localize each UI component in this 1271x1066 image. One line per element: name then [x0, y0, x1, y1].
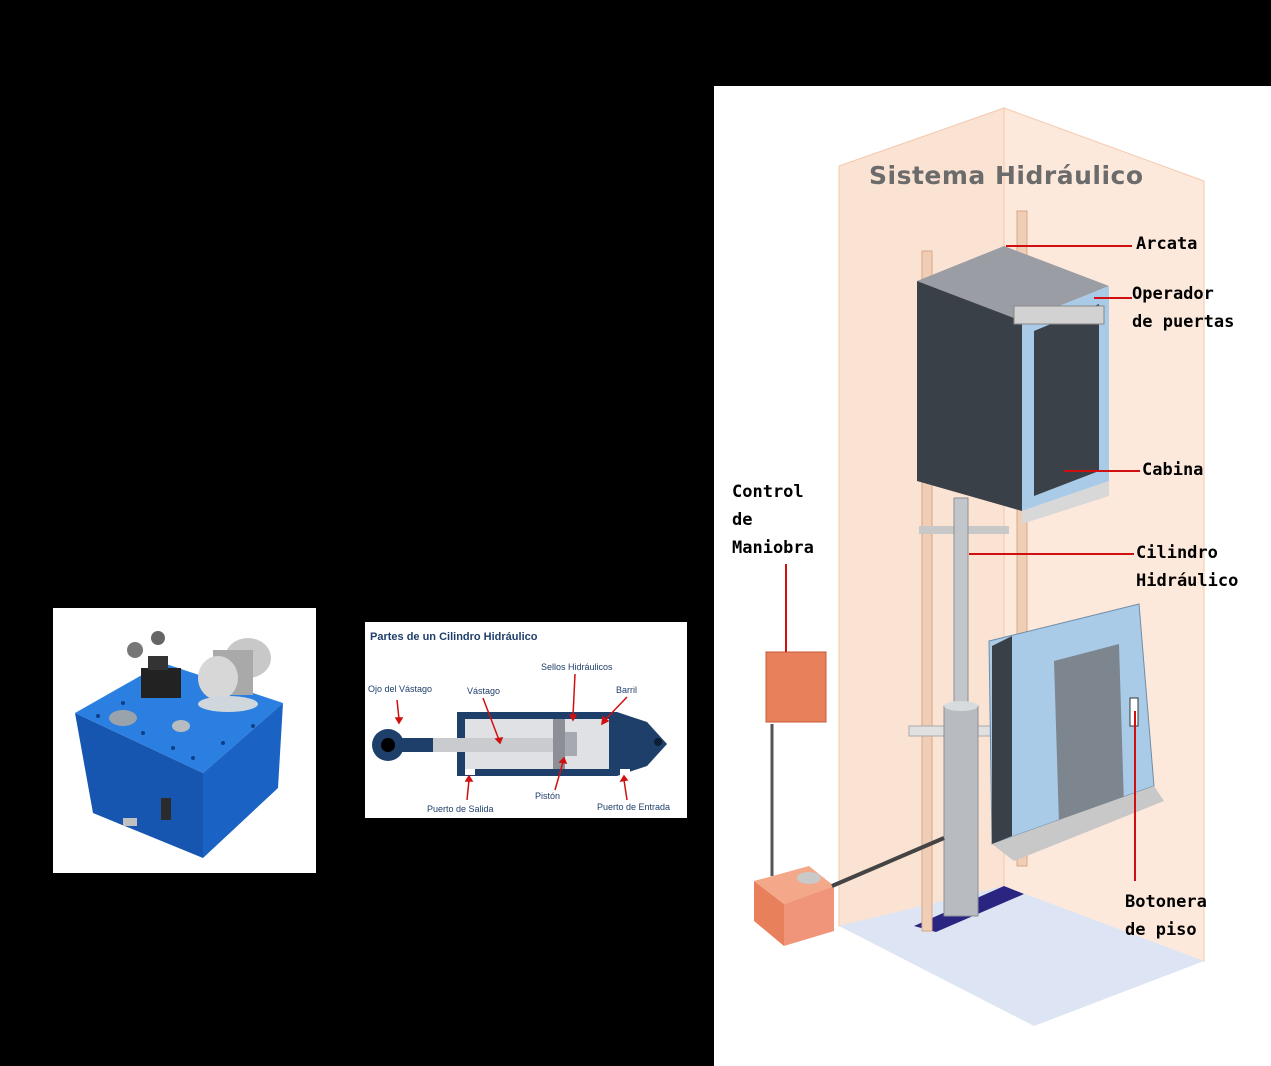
hydraulic-power-unit-image — [53, 608, 316, 873]
label-control-2: de — [732, 510, 752, 530]
label-rod-eye: Ojo del Vástago — [368, 684, 432, 694]
label-rod: Vástago — [467, 686, 500, 696]
label-cabin: Cabina — [1142, 460, 1203, 480]
label-barrel: Barril — [616, 685, 637, 695]
label-arcata: Arcata — [1136, 234, 1197, 254]
piston — [553, 719, 565, 769]
label-door-operator-2: de puertas — [1132, 312, 1234, 332]
guide-rail-right — [1016, 210, 1028, 867]
hydraulic-elevator-diagram: Sistema Hidráulico Arcata Operador de pu… — [714, 86, 1271, 1066]
label-leader-lines — [785, 245, 1140, 881]
door-operator — [1013, 305, 1105, 325]
elevator-system-svg: Sistema Hidráulico Arcata Operador de pu… — [732, 107, 1238, 1026]
label-control-3: Maniobra — [732, 538, 814, 558]
guide-rail-left — [921, 250, 933, 932]
cylinder-parts-diagram: Partes de un Cilindro Hidráulico Ojo del… — [365, 622, 687, 818]
label-outlet-port: Puerto de Salida — [427, 804, 494, 814]
cylinder-plunger — [953, 497, 969, 709]
label-floor-buttons-2: de piso — [1125, 920, 1197, 940]
cabin-side — [917, 281, 1022, 511]
hydraulic-pump-illustration — [75, 631, 283, 858]
label-door-operator-1: Operador — [1132, 284, 1214, 304]
label-inlet-port: Puerto de Entrada — [597, 802, 670, 812]
elevator-diagram-title: Sistema Hidráulico — [869, 161, 1144, 190]
label-seals: Sellos Hidráulicos — [541, 662, 613, 672]
control-cabinet — [765, 651, 827, 723]
hydraulic-cylinder — [943, 705, 979, 917]
cabin-roof — [917, 246, 1109, 321]
label-floor-buttons-1: Botonera — [1125, 892, 1207, 912]
label-control-1: Control — [732, 482, 804, 502]
label-piston: Pistón — [535, 791, 560, 801]
cylinder-parts-svg: Partes de un Cilindro Hidráulico Ojo del… — [368, 631, 670, 814]
label-cylinder-2: Hidráulico — [1136, 571, 1238, 591]
cylinder-diagram-title: Partes de un Cilindro Hidráulico — [370, 631, 538, 643]
label-cylinder-1: Cilindro — [1136, 543, 1218, 563]
